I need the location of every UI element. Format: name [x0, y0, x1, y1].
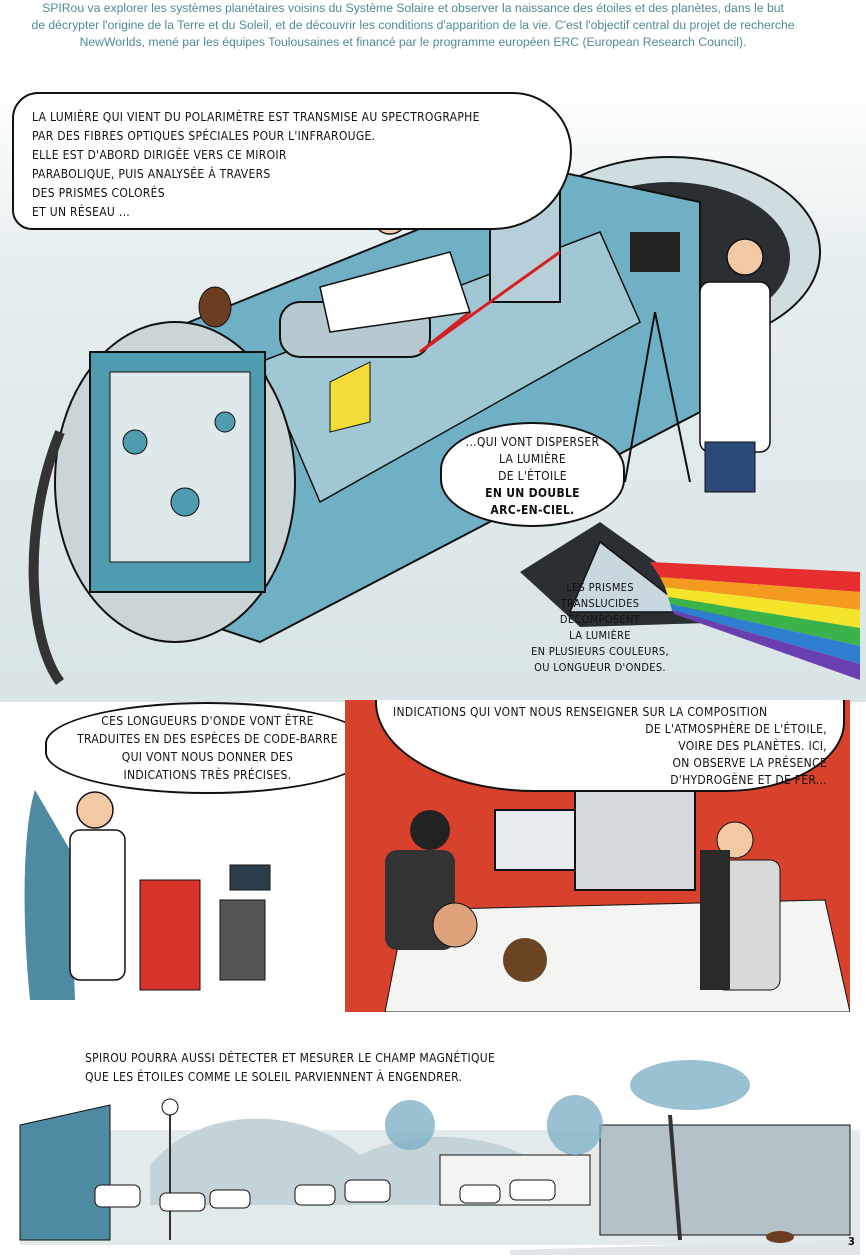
speech-bubble-polarimeter: La lumière qui vient du polarimètre est … [12, 92, 572, 230]
bubble-line: par des fibres optiques spéciales pour l… [32, 129, 376, 143]
panel-lab-computers: Indications qui vont nous renseigner sur… [345, 700, 850, 1012]
caption-line: Les prismes [566, 581, 634, 594]
campus-illustration [19, 1060, 860, 1255]
intro-line: NewWorlds, mené par les équipes Toulousa… [79, 35, 747, 49]
bubble-line: la lumière [498, 452, 567, 466]
bubble-line: Indications qui vont nous renseigner sur… [393, 705, 768, 719]
bubble-line: qui vont nous donner des [121, 750, 294, 764]
bubble-line: voire des planètes. Ici, [678, 739, 827, 753]
panel-campus: Spirou pourra aussi détecter et mesurer … [0, 1045, 866, 1255]
caption-line: ou longueur d'ondes. [534, 661, 666, 674]
bubble-line: La lumière qui vient du polarimètre est … [32, 110, 480, 124]
spectrograph-illustration [28, 156, 860, 685]
bubble-line: en un double [485, 486, 580, 500]
page-number: 3 [848, 1235, 856, 1248]
caption-line: que les étoiles comme le soleil parvienn… [85, 1070, 463, 1084]
bubble-line: de l'atmosphère de l'étoile, [645, 722, 827, 736]
bubble-line: on observe la présence [672, 756, 827, 770]
bubble-line: d'hydrogène et de fer... [670, 773, 827, 787]
caption-line: la lumière [569, 629, 631, 642]
intro-line: SPIRou va explorer les systèmes planétai… [42, 1, 784, 15]
lab-illustration [384, 779, 850, 1012]
caption-line: translucides [560, 597, 640, 610]
bubble-line: indications très précises. [123, 768, 292, 782]
caption-line: décomposent [559, 613, 641, 626]
bubble-line: arc-en-ciel. [490, 503, 575, 517]
speech-bubble-composition: Indications qui vont nous renseigner sur… [375, 700, 845, 792]
intro-text: SPIRou va explorer les systèmes planétai… [0, 0, 826, 51]
bubble-line: parabolique, puis analysée à travers [32, 167, 271, 181]
caption-magnetic-field: Spirou pourra aussi détecter et mesurer … [85, 1049, 785, 1087]
panel-spectrograph: La lumière qui vient du polarimètre est … [0, 82, 866, 702]
speech-bubble-rainbow: ...qui vont disperser la lumière de l'ét… [440, 422, 625, 527]
caption-prisms: Les prismes translucides décomposent la … [515, 580, 685, 676]
bubble-line: de l'étoile [498, 469, 567, 483]
bubble-line: et un réseau ... [32, 205, 131, 219]
bubble-line: ...qui vont disperser [465, 435, 600, 449]
caption-line: Spirou pourra aussi détecter et mesurer … [85, 1051, 496, 1065]
bubble-line: traduites en des espèces de code-barre [77, 732, 338, 746]
caption-line: en plusieurs couleurs, [531, 645, 669, 658]
bubble-line: des prismes colorés [32, 186, 165, 200]
intro-line: de décrypter l'origine de la Terre et du… [31, 18, 795, 32]
scientist-illustration [24, 790, 271, 1000]
bubble-line: Elle est d'abord dirigée vers ce miroir [32, 148, 287, 162]
